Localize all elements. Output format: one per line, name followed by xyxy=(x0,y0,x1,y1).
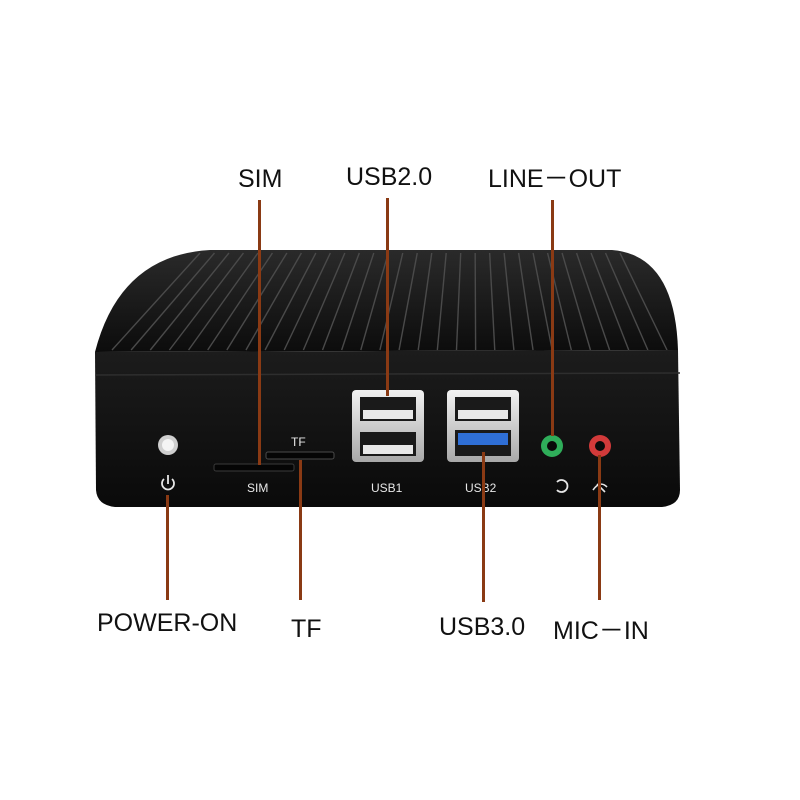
callout-line-out: LINE－OUT xyxy=(488,165,622,193)
sim-leader-line xyxy=(258,200,261,465)
heatsink-fin xyxy=(619,252,668,351)
callout-usb30: USB3.0 xyxy=(439,613,526,641)
heatsink-fin xyxy=(360,252,389,351)
heatsink-fin xyxy=(398,252,418,351)
heatsink-fin xyxy=(590,252,630,351)
panel-label-usb2: USB2 xyxy=(465,481,497,495)
heatsink-fin xyxy=(149,252,230,351)
panel-label-sim: SIM xyxy=(247,481,269,495)
headphone-icon xyxy=(556,479,569,493)
heatsink-fin xyxy=(302,252,346,351)
line-out-jack[interactable] xyxy=(541,435,563,457)
heatsink-fin xyxy=(111,252,201,351)
heatsink-fin xyxy=(168,252,245,351)
heatsink-fin xyxy=(379,252,404,351)
heatsink-fin xyxy=(340,252,375,351)
heatsink-fin xyxy=(264,252,317,351)
heatsink-fin xyxy=(207,252,273,351)
usb1-port[interactable] xyxy=(352,390,424,462)
heatsink-fin xyxy=(517,252,534,351)
heatsink-fin xyxy=(455,252,462,351)
panel-label-tf: TF xyxy=(291,435,306,449)
mic-in-leader-line xyxy=(598,455,601,600)
power-button[interactable] xyxy=(158,435,178,455)
heatsink-fins xyxy=(111,252,668,351)
callout-mic-in: MIC－IN xyxy=(553,617,649,645)
line-out-leader-line xyxy=(551,200,554,436)
heatsink-fin xyxy=(503,252,515,351)
usb30-leader-line xyxy=(482,452,485,602)
panel-label-usb1: USB1 xyxy=(371,481,403,495)
heatsink-fin xyxy=(187,252,259,351)
usb2-port[interactable] xyxy=(447,390,519,462)
tf-slot[interactable] xyxy=(265,451,335,460)
callout-power-on: POWER-ON xyxy=(97,609,238,637)
heatsink-fin xyxy=(130,252,216,351)
callout-sim: SIM xyxy=(238,165,283,193)
callout-tf: TF xyxy=(291,615,322,643)
heatsink-fin xyxy=(575,252,611,351)
heatsink-fin xyxy=(417,252,433,351)
heatsink-fin xyxy=(283,252,331,351)
heatsink-fin xyxy=(436,252,447,351)
power-icon xyxy=(161,475,175,491)
heatsink-fin xyxy=(604,252,649,351)
power-on-leader-line xyxy=(166,495,169,600)
heatsink-fin xyxy=(321,252,360,351)
callout-usb20: USB2.0 xyxy=(346,163,433,191)
mic-in-jack[interactable] xyxy=(589,435,611,457)
usb20-leader-line xyxy=(386,198,389,396)
heatsink-fin xyxy=(245,252,302,351)
tf-leader-line xyxy=(299,460,302,600)
heatsink-fin xyxy=(532,252,553,351)
heatsink-fin xyxy=(226,252,288,351)
sim-slot[interactable] xyxy=(213,463,295,472)
heatsink-fin xyxy=(561,252,592,351)
heatsink-fin xyxy=(488,252,496,351)
